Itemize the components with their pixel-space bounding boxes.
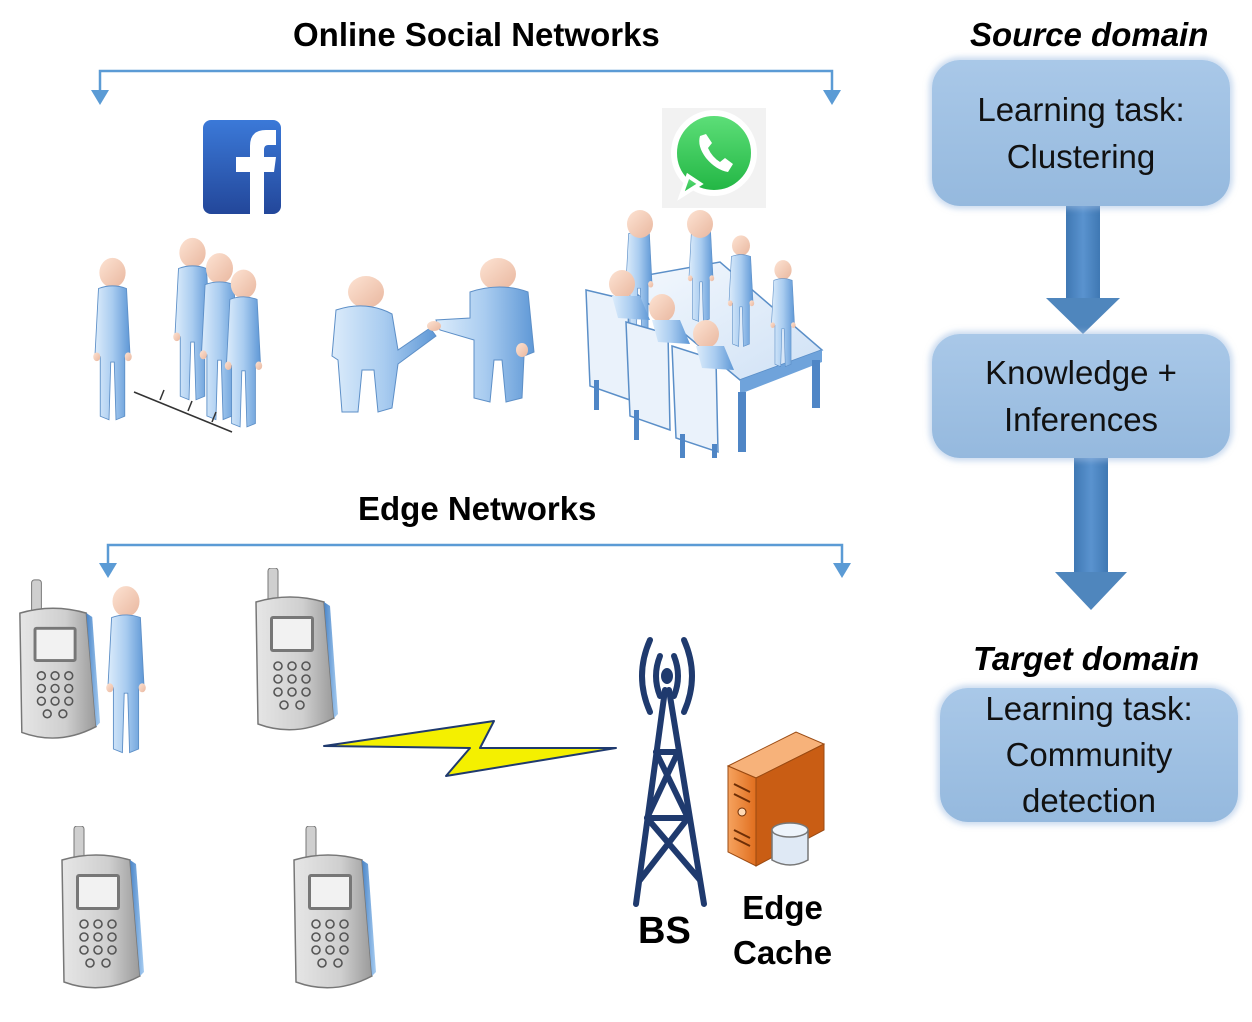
mobile-phone-with-user-icon [19, 579, 147, 754]
source-domain-title: Source domain [970, 16, 1209, 53]
target-task-line2: Community [1005, 736, 1173, 773]
mobile-phone-icon-4 [293, 826, 377, 989]
source-learning-task-box: Learning task: Clustering [932, 60, 1230, 206]
edge-cache-label: Edge Cache [733, 885, 832, 975]
edge-networks-bracket [99, 543, 851, 578]
target-learning-task-box: Learning task: Community detection [940, 688, 1238, 822]
target-domain-title: Target domain [973, 640, 1200, 677]
meeting-table-icon [585, 209, 824, 458]
edge-networks-title: Edge Networks [358, 490, 597, 527]
source-task-line2: Clustering [1006, 138, 1156, 175]
online-social-networks-title: Online Social Networks [293, 16, 660, 53]
bs-label: BS [638, 910, 691, 952]
target-task-line1: Learning task: [985, 690, 1193, 727]
whatsapp-icon [662, 108, 766, 208]
facebook-icon [203, 120, 281, 214]
flow-arrow-knowledge-to-target [1055, 458, 1127, 610]
target-task-line3: detection [1022, 782, 1156, 819]
source-task-line1: Learning task: [977, 91, 1185, 128]
knowledge-inferences-box: Knowledge + Inferences [932, 334, 1230, 458]
handshake-icon [331, 258, 535, 413]
knowledge-line2: Inferences [1003, 401, 1159, 438]
edge-cache-line1: Edge [742, 889, 823, 926]
online-social-networks-bracket [91, 69, 841, 105]
mobile-phone-icon-2 [255, 568, 339, 731]
server-icon [726, 731, 826, 867]
knowledge-line1: Knowledge + [985, 354, 1177, 391]
cell-tower-icon [633, 637, 707, 907]
lightning-bolt-icon [323, 720, 617, 777]
edge-cache-line2: Cache [733, 934, 833, 971]
flow-arrow-source-to-knowledge [1046, 206, 1120, 334]
person-group-icon [92, 237, 263, 433]
mobile-phone-icon-3 [61, 826, 145, 989]
